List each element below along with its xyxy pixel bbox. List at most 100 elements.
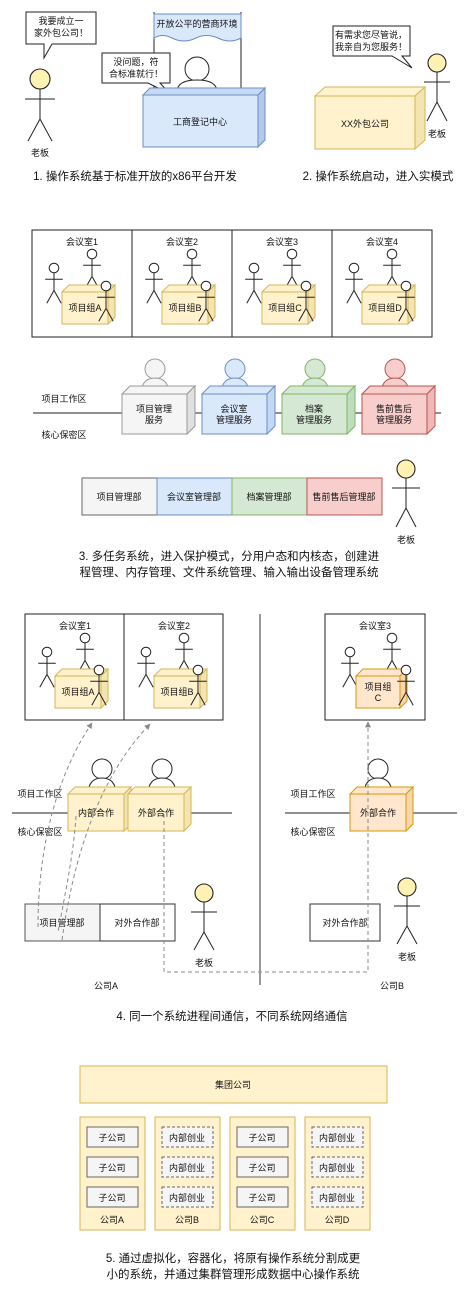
- company-0-unit-2-label: 子公司: [98, 1193, 125, 1203]
- caption-2: 2. 操作系统启动，进入实模式: [303, 169, 454, 183]
- company-3-unit-0-label: 内部创业: [319, 1132, 355, 1143]
- company-0-unit-1-label: 子公司: [98, 1163, 125, 1173]
- room-2-group-label: 项目组C: [268, 302, 302, 313]
- department-3-box: [306, 477, 383, 516]
- service-1-desk: [200, 384, 277, 436]
- a-dept-0: 项目管理部: [39, 917, 84, 928]
- company-0-unit-0: [86, 1126, 139, 1148]
- company-0-unit-2: [86, 1186, 139, 1208]
- room-2-person-right: [297, 280, 315, 322]
- vendor-boss-label: 老板: [428, 128, 446, 139]
- company-2-unit-0: [236, 1126, 289, 1148]
- b-service-label: 外部合作: [360, 807, 396, 818]
- clerk-speech-text: 没问题，符合标准就行！: [109, 56, 163, 79]
- group-company-box: [79, 1065, 388, 1104]
- department-2-box: [231, 477, 308, 516]
- company-0-unit-0-label: 子公司: [98, 1133, 125, 1143]
- company-1-unit-0-label: 内部创业: [169, 1132, 205, 1143]
- department-0-label: 项目管理部: [96, 491, 141, 502]
- a-service-1-label: 外部合作: [138, 807, 174, 818]
- department-1-label: 会议室管理部: [167, 491, 221, 502]
- company-2-unit-2-label: 子公司: [248, 1193, 275, 1203]
- vendor-box-label: XX外包公司: [341, 118, 389, 129]
- section-5: 集团公司 子公司子公司子公司公司A内部创业内部创业内部创业公司B子公司子公司子公…: [79, 1065, 388, 1281]
- a-zone-project-label: 项目工作区: [17, 788, 62, 799]
- room-1-person-right: [197, 280, 215, 322]
- service-2-label: 档案管理服务: [296, 403, 332, 425]
- room-0-group-label: 项目组A: [68, 302, 101, 313]
- service-3-label: 售前售后管理服务: [376, 403, 412, 425]
- b-room-group-box: [354, 667, 409, 710]
- a-service-0-desk: [66, 785, 133, 833]
- department-2-label: 档案管理部: [246, 491, 291, 502]
- room-0-person-left: [45, 262, 63, 304]
- company-3-unit-2-label: 内部创业: [319, 1192, 355, 1203]
- room-1-person-left: [145, 262, 163, 304]
- group-company-label: 集团公司: [215, 1079, 251, 1090]
- company-a-services: 内部合作 外部合作: [66, 758, 193, 833]
- a-room-1-group-label: 项目组B: [160, 686, 193, 697]
- b-zone-project-label: 项目工作区: [290, 788, 335, 799]
- b-room-person-right: [397, 664, 415, 706]
- company-2-unit-1: [236, 1156, 289, 1178]
- department-3-label: 售前售后管理部: [312, 491, 375, 502]
- zone-project-label: 项目工作区: [41, 393, 86, 404]
- vendor-speech-bubble: 有需求您尽管说，我亲自为您服务！: [332, 25, 413, 69]
- clerk-person: [176, 56, 218, 93]
- room-3-person-left: [345, 262, 363, 304]
- company-1-unit-0: [161, 1126, 214, 1148]
- caption-4: 4. 同一个系统进程间通信，不同系统网络通信: [116, 1009, 347, 1023]
- a-room-0-person-right: [90, 664, 108, 706]
- caption-1: 1. 操作系统基于标准开放的x86平台开发: [33, 169, 237, 183]
- department-0-box: [81, 477, 158, 516]
- section-1: 老板 我要成立一家外包公司！ 开放公平的营商环境 没问题，符合标准就行！: [25, 11, 454, 183]
- company-3-unit-0: [311, 1126, 364, 1148]
- a-room-1-person-left: [137, 646, 155, 688]
- department-1-box: [156, 477, 233, 516]
- company-0-name: 公司A: [100, 1215, 124, 1225]
- company-a-name: 公司A: [94, 981, 118, 991]
- caption-3: 3. 多任务系统，进入保护模式，分用户态和内核态，创建进程管理、内存管理、文件系…: [79, 549, 380, 579]
- company-a-boss: [191, 883, 217, 951]
- boss-label: 老板: [31, 147, 49, 158]
- company-1-unit-2: [161, 1186, 214, 1208]
- a-boss-label: 老板: [195, 957, 213, 968]
- room-title-2: 会议室3: [266, 236, 298, 247]
- company-b-name: 公司B: [380, 981, 404, 991]
- b-room-title: 会议室3: [359, 620, 391, 631]
- room-1-person-top: [183, 248, 201, 290]
- room-0-person-right: [97, 280, 115, 322]
- company-2-name: 公司C: [250, 1215, 275, 1225]
- a-service-1-desk: [126, 785, 193, 833]
- a-room-1-person-right: [189, 664, 207, 706]
- b-dept-0: 对外合作部: [322, 917, 367, 928]
- room-title-3: 会议室4: [366, 236, 398, 247]
- subsidiary-companies: 子公司子公司子公司公司A内部创业内部创业内部创业公司B子公司子公司子公司公司C内…: [79, 1116, 371, 1231]
- company-1-unit-1: [161, 1156, 214, 1178]
- a-dept-1: 对外合作部: [114, 917, 159, 928]
- b-service-desk: [348, 785, 415, 833]
- vendor-boss-figure: [424, 53, 450, 122]
- caption-5: 5. 通过虚拟化，容器化，将原有操作系统分割成更小的系统，并通过集群管理形成数据…: [106, 1251, 361, 1281]
- service-0-desk: [120, 384, 197, 436]
- a-room-title-1: 会议室2: [158, 620, 190, 631]
- company-1-unit-1-label: 内部创业: [169, 1162, 205, 1173]
- room-1-group-label: 项目组B: [168, 302, 201, 313]
- company-2-unit-2: [236, 1186, 289, 1208]
- service-2-desk: [280, 384, 357, 436]
- a-room-0-group-label: 项目组A: [61, 686, 94, 697]
- a-service-0-label: 内部合作: [78, 807, 114, 818]
- company-2-unit-0-label: 子公司: [248, 1133, 275, 1143]
- room-title-1: 会议室2: [166, 236, 198, 247]
- room-2-person-left: [245, 262, 263, 304]
- company-b-service: 外部合作: [348, 758, 415, 833]
- b-boss-label: 老板: [398, 951, 416, 962]
